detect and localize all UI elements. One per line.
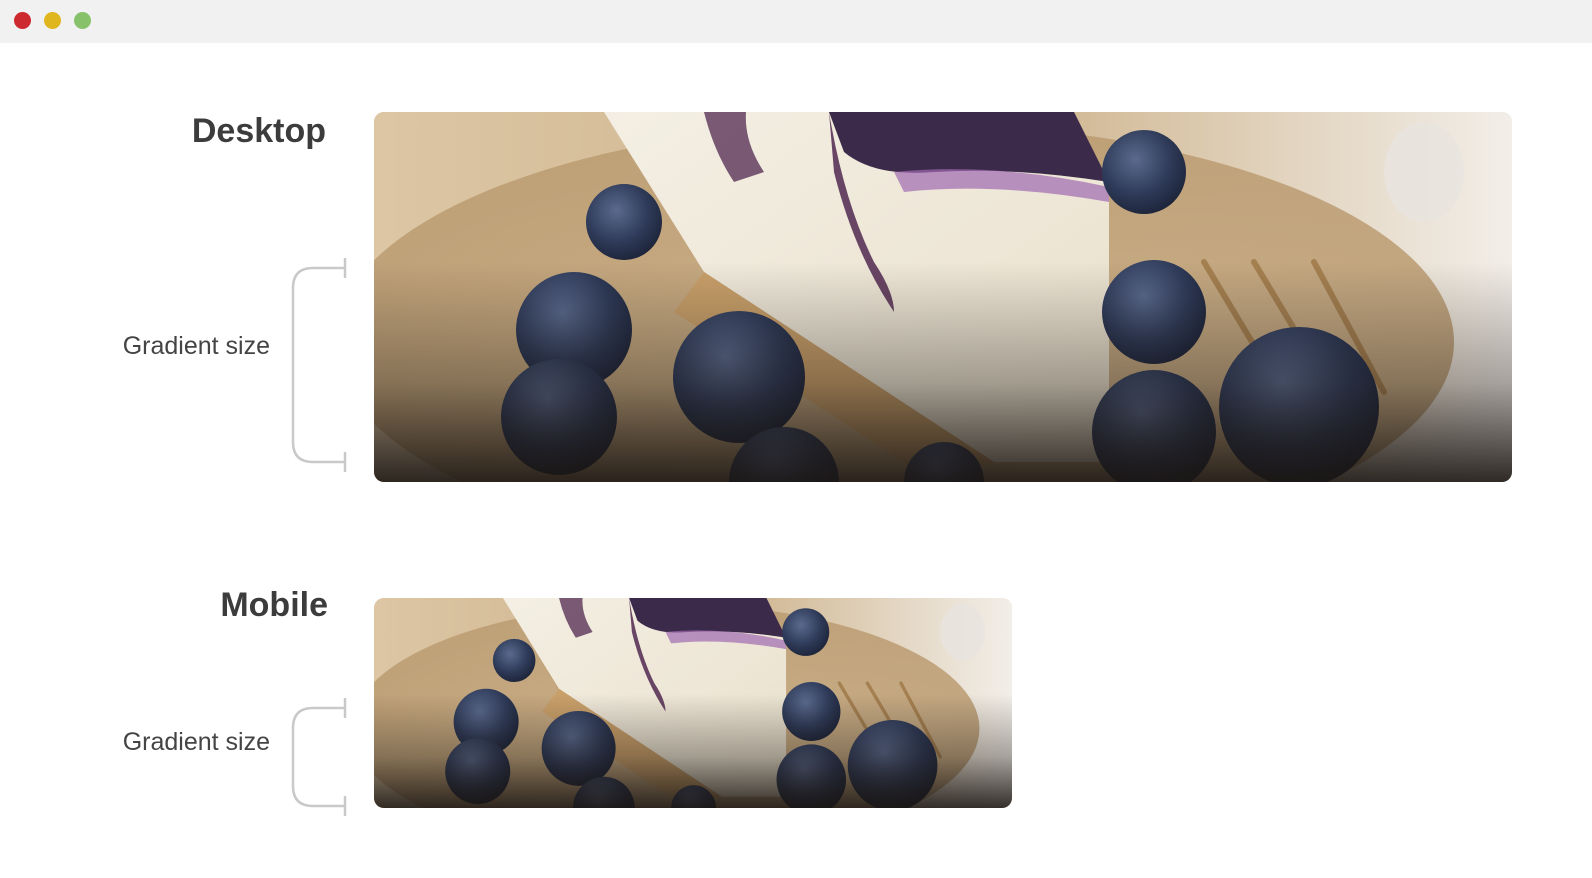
close-window-icon[interactable] <box>14 12 31 29</box>
mobile-gradient-size-label: Gradient size <box>122 728 270 756</box>
cheesecake-photo-illustration <box>374 598 1012 808</box>
desktop-cheesecake-image <box>374 112 1512 482</box>
minimize-window-icon[interactable] <box>44 12 61 29</box>
mobile-cheesecake-image <box>374 598 1012 808</box>
desktop-gradient-bracket-icon <box>291 258 347 472</box>
cheesecake-photo-illustration <box>374 112 1512 482</box>
desktop-gradient-size-label: Gradient size <box>122 332 270 360</box>
mobile-section-title: Mobile <box>220 586 328 624</box>
maximize-window-icon[interactable] <box>74 12 91 29</box>
mobile-gradient-bracket-icon <box>291 698 347 816</box>
window-titlebar <box>0 0 1592 43</box>
desktop-section-title: Desktop <box>191 112 326 150</box>
